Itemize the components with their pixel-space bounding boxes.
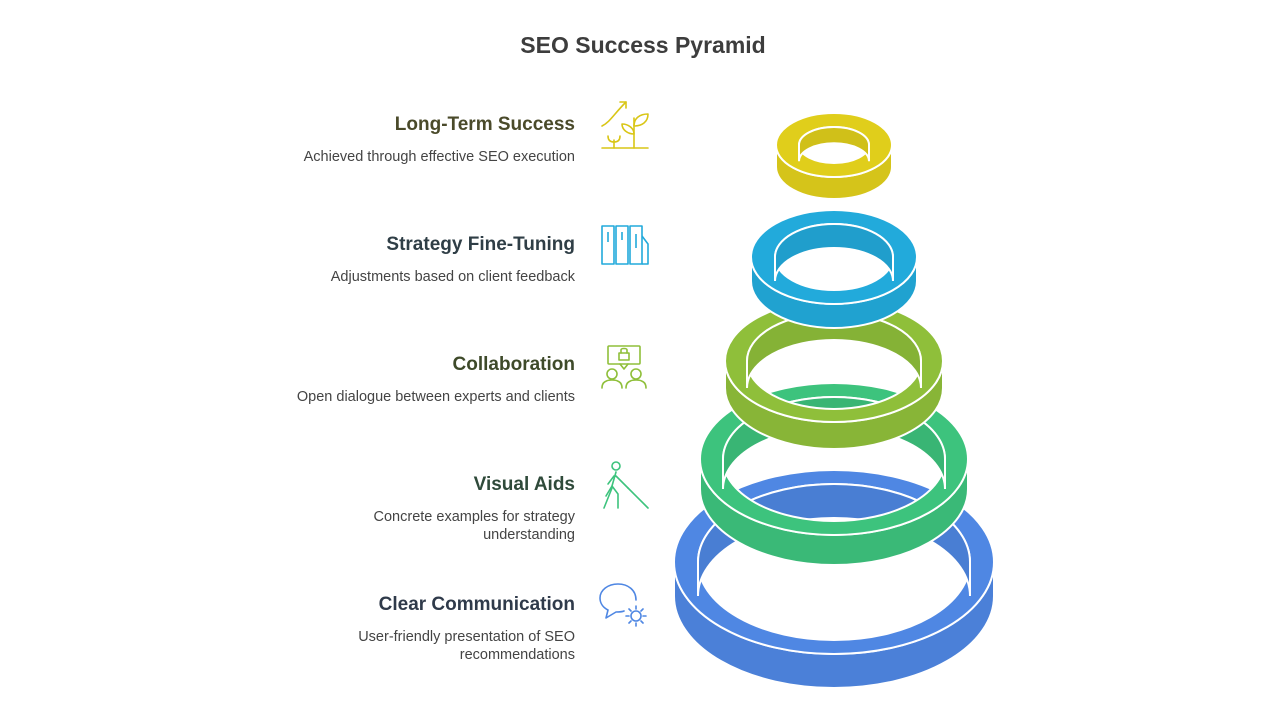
level-heading: Collaboration	[452, 354, 575, 375]
panels-icon	[596, 218, 652, 274]
level-description: Achieved through effective SEO execution	[303, 149, 575, 165]
level-heading: Visual Aids	[473, 474, 575, 495]
level-heading: Strategy Fine-Tuning	[386, 234, 575, 255]
ring-long-term-success	[774, 112, 894, 200]
growth-icon	[596, 96, 652, 152]
level-heading: Long-Term Success	[394, 114, 575, 135]
level-heading: Clear Communication	[378, 594, 575, 615]
level-description: Adjustments based on client feedback	[330, 269, 575, 285]
walking-person-icon	[596, 458, 652, 514]
team-lock-icon	[596, 338, 652, 394]
ring-visual-aids	[698, 382, 970, 566]
diagram-title: SEO Success Pyramid	[520, 32, 766, 58]
ring-strategy-fine-tuning	[749, 209, 919, 329]
ring-clear-communication	[672, 469, 996, 689]
chat-gear-icon	[596, 578, 652, 634]
level-description: User-friendly presentation of SEO recomm…	[358, 629, 575, 663]
level-visual-aids: Visual Aids Concrete examples for strate…	[155, 473, 575, 544]
level-clear-communication: Clear Communication User-friendly presen…	[155, 593, 575, 664]
level-description: Open dialogue between experts and client…	[296, 389, 575, 405]
level-description: Concrete examples for strategy understan…	[373, 509, 575, 543]
level-collaboration: Collaboration Open dialogue between expe…	[155, 353, 575, 406]
level-long-term-success: Long-Term Success Achieved through effec…	[155, 113, 575, 166]
ring-collaboration	[723, 299, 945, 450]
level-strategy-fine-tuning: Strategy Fine-Tuning Adjustments based o…	[155, 233, 575, 286]
